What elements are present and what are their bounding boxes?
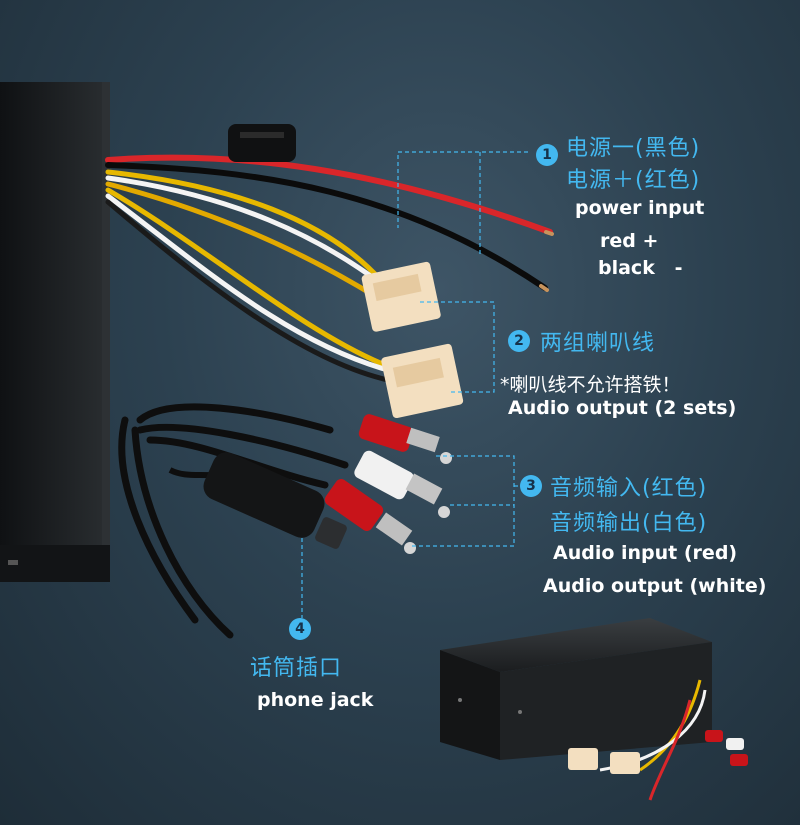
callout-1-cn-line-2: 电源＋(红色) bbox=[566, 168, 701, 193]
callout-3-en-line-1: Audio input (red) bbox=[553, 542, 738, 564]
callout-4-cn-line-1: 话筒插口 bbox=[250, 656, 343, 681]
callout-1-badge: 1 bbox=[536, 144, 558, 166]
speaker-wires bbox=[105, 169, 398, 383]
speaker-connectors bbox=[361, 261, 464, 419]
power-wires bbox=[105, 124, 554, 292]
callout-4-badge: 4 bbox=[289, 618, 311, 640]
callout-4-en-line-1: phone jack bbox=[257, 689, 374, 711]
callout-1-en-line-2: red + bbox=[600, 230, 659, 252]
callout-1-en-line-1: power input bbox=[575, 197, 705, 219]
callout-2-note: *喇叭线不允许搭铁！ bbox=[500, 374, 681, 396]
main-enclosure bbox=[0, 82, 110, 582]
leader-lines bbox=[301, 151, 528, 618]
thumbnail-product bbox=[440, 618, 748, 801]
callout-2-en-line-1: Audio output (2 sets) bbox=[508, 397, 737, 419]
callout-1-cn-line-1: 电源一(黑色) bbox=[566, 136, 701, 161]
callout-3-en-line-2: Audio output (white) bbox=[543, 575, 767, 597]
callout-2-badge: 2 bbox=[508, 330, 530, 352]
callout-3-cn-line-2: 音频输出(白色) bbox=[550, 511, 708, 536]
callout-1-en-line-3: black - bbox=[598, 257, 683, 279]
callout-2-cn-line-1: 两组喇叭线 bbox=[540, 331, 656, 356]
callout-3-cn-line-1: 音频输入(红色) bbox=[550, 476, 708, 501]
rca-plugs bbox=[324, 414, 452, 554]
callout-3-badge: 3 bbox=[520, 475, 542, 497]
mic-jack bbox=[168, 452, 347, 549]
